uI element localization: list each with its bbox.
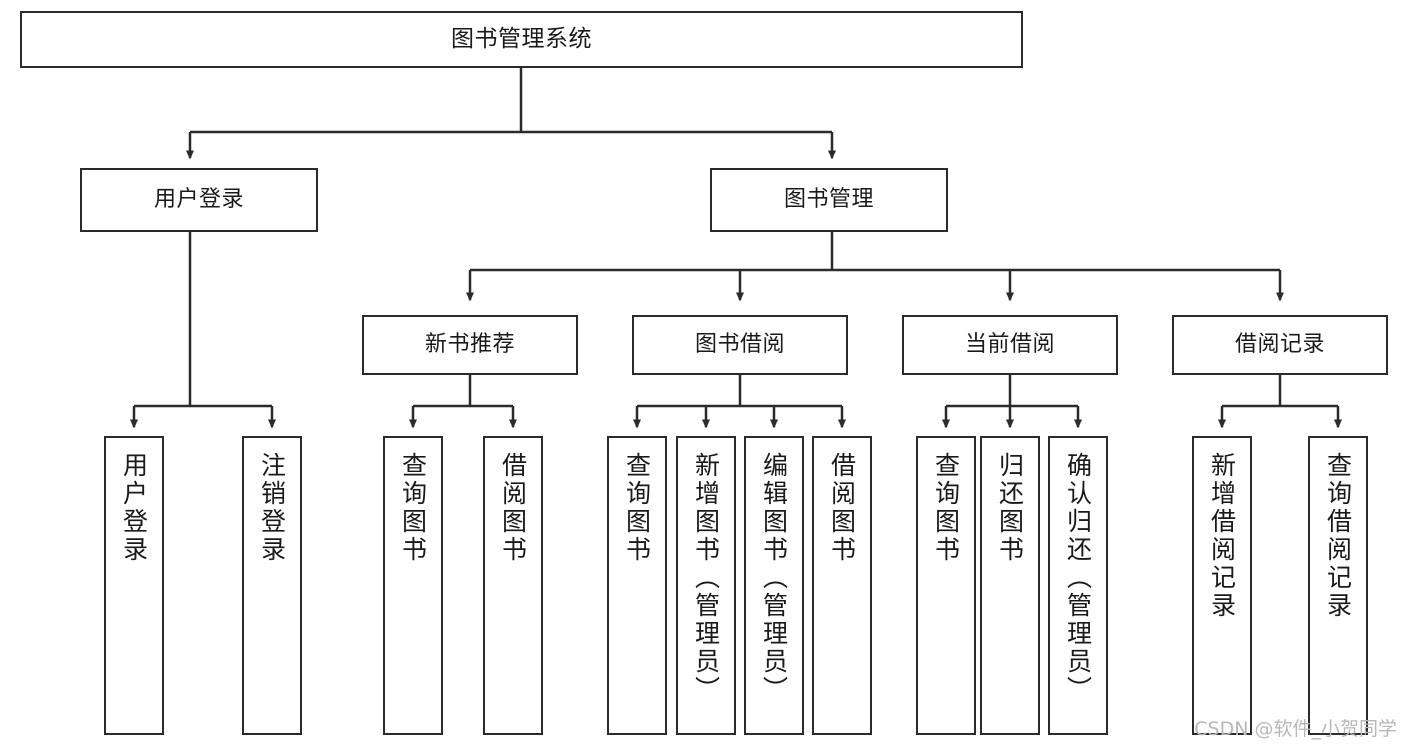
leaf-query-book-current[interactable]: 查询图书 — [916, 436, 976, 735]
node-label: 借阅图书 — [498, 452, 528, 564]
node-label: 当前借阅 — [964, 332, 1055, 357]
node-label: 新增图书（管理员） — [691, 452, 721, 704]
leaf-borrow-book-new[interactable]: 借阅图书 — [483, 436, 543, 735]
node-label: 图书管理系统 — [451, 26, 592, 52]
node-label: 归还图书 — [995, 452, 1025, 564]
node-current-borrowing[interactable]: 当前借阅 — [902, 315, 1118, 375]
node-label: 新增借阅记录 — [1207, 452, 1237, 620]
node-label: 注销登录 — [257, 452, 287, 564]
node-label: 图书借阅 — [694, 332, 785, 357]
node-user-login[interactable]: 用户登录 — [80, 168, 318, 232]
node-label: 查询图书 — [622, 452, 652, 564]
node-label: 查询图书 — [931, 452, 961, 564]
node-root-book-management-system[interactable]: 图书管理系统 — [20, 11, 1023, 68]
node-new-book-recommendation[interactable]: 新书推荐 — [362, 315, 578, 375]
node-label: 新书推荐 — [424, 332, 515, 357]
leaf-borrow-book[interactable]: 借阅图书 — [812, 436, 872, 735]
leaf-query-book-new[interactable]: 查询图书 — [383, 436, 443, 735]
leaf-edit-book-admin[interactable]: 编辑图书（管理员） — [744, 436, 804, 735]
node-label: 借阅图书 — [827, 452, 857, 564]
leaf-logout[interactable]: 注销登录 — [242, 436, 302, 735]
leaf-query-borrow-record[interactable]: 查询借阅记录 — [1308, 436, 1368, 735]
leaf-user-login[interactable]: 用户登录 — [104, 436, 164, 735]
node-label: 图书管理 — [783, 187, 874, 212]
node-book-borrowing[interactable]: 图书借阅 — [632, 315, 848, 375]
leaf-add-borrow-record[interactable]: 新增借阅记录 — [1192, 436, 1252, 735]
node-borrowing-records[interactable]: 借阅记录 — [1172, 315, 1388, 375]
node-book-management[interactable]: 图书管理 — [710, 168, 948, 232]
node-label: 用户登录 — [119, 452, 149, 564]
leaf-add-book-admin[interactable]: 新增图书（管理员） — [676, 436, 736, 735]
leaf-query-book-borrow[interactable]: 查询图书 — [607, 436, 667, 735]
node-label: 确认归还（管理员） — [1063, 452, 1093, 704]
node-label: 用户登录 — [153, 187, 244, 212]
node-label: 查询借阅记录 — [1323, 452, 1353, 620]
node-label: 借阅记录 — [1234, 332, 1325, 357]
node-label: 查询图书 — [398, 452, 428, 564]
node-label: 编辑图书（管理员） — [759, 452, 789, 704]
leaf-return-book[interactable]: 归还图书 — [980, 436, 1040, 735]
leaf-confirm-return-admin[interactable]: 确认归还（管理员） — [1048, 436, 1108, 735]
